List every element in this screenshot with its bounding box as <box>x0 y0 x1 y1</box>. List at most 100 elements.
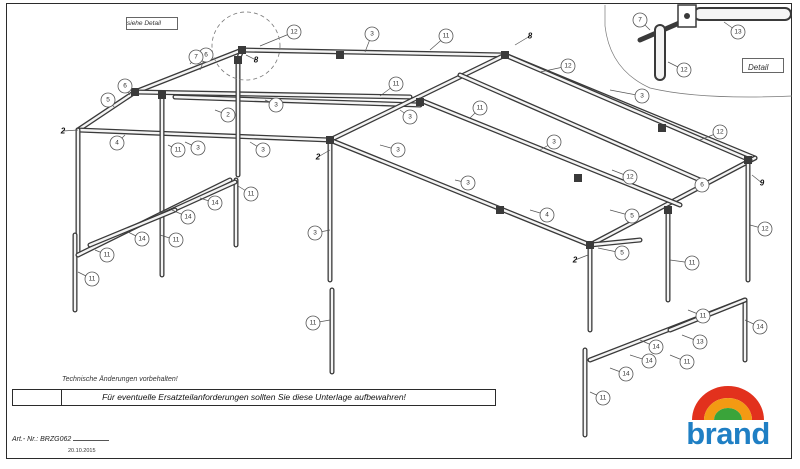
leader-line <box>751 174 763 184</box>
part-callout: 11 <box>684 255 700 271</box>
part-callout: 12 <box>560 58 576 74</box>
part-number-label: 11 <box>175 147 182 154</box>
part-number-label: 4 <box>545 212 549 219</box>
part-number-label: 13 <box>734 29 742 36</box>
detail-caption-box <box>742 58 784 73</box>
pole-segment-highlight <box>418 98 682 207</box>
part-number-label: 12 <box>564 63 572 70</box>
part-number-label: 14 <box>645 358 653 365</box>
connector-joint <box>501 51 509 59</box>
leader-line <box>317 149 331 158</box>
part-number-label: 8 <box>254 56 259 65</box>
part-callout: 12 <box>676 62 692 78</box>
part-callout: 4 <box>109 135 125 151</box>
connector-joint <box>586 241 594 249</box>
part-number-label: 14 <box>756 324 764 331</box>
part-number-label: 12 <box>626 174 634 181</box>
brand-logo-arch-icon <box>692 386 764 420</box>
part-number-label: 5 <box>620 250 624 257</box>
part-number-label: 11 <box>477 105 484 112</box>
part-callout: 3 <box>460 175 476 191</box>
part-callout: 11 <box>595 390 611 406</box>
part-number-label: 11 <box>443 33 450 40</box>
part-number-label: 12 <box>761 226 769 233</box>
part-callout: 8 <box>254 56 259 65</box>
pole-segment-highlight <box>328 53 507 142</box>
part-number-label: 14 <box>652 344 660 351</box>
part-number-label: 7 <box>638 17 642 24</box>
part-number-label: 3 <box>261 147 265 154</box>
pole-segment-highlight <box>173 95 422 107</box>
part-number-label: 11 <box>700 313 707 320</box>
part-callout: 3 <box>402 109 418 125</box>
part-number-label: 6 <box>204 52 208 59</box>
part-callout: 8 <box>528 32 533 41</box>
spare-parts-notice-box: Für eventuelle Ersatzteilanforderungen s… <box>12 389 496 406</box>
part-callout: 2 <box>572 256 578 265</box>
detail-inset <box>604 4 793 98</box>
part-number-label: 2 <box>226 112 230 119</box>
pole-segment-highlight <box>133 48 244 94</box>
part-callout: 3 <box>268 97 284 113</box>
part-number-label: 3 <box>313 230 317 237</box>
pole-structure <box>72 46 758 438</box>
part-number-label: 3 <box>640 93 644 100</box>
connector-joint <box>416 98 424 106</box>
leader-line <box>245 54 257 61</box>
part-callout: 14 <box>648 339 664 355</box>
notice-left-cell <box>13 390 62 405</box>
part-callout: 9 <box>760 179 765 188</box>
part-callout: 3 <box>307 225 323 241</box>
part-number-label: 14 <box>184 214 192 221</box>
part-number-label: 6 <box>700 182 704 189</box>
technical-changes-note: Technische Änderungen vorbehalten! <box>62 376 178 383</box>
part-number-label: 12 <box>680 67 688 74</box>
part-number-label: 3 <box>370 31 374 38</box>
pole-segment-highlight <box>328 138 592 247</box>
part-number-label: 2 <box>315 153 321 162</box>
part-callout: 14 <box>641 353 657 369</box>
pole-segment-highlight <box>458 73 702 182</box>
pole-segment-highlight <box>88 208 177 247</box>
part-number-label: 4 <box>115 140 119 147</box>
part-callout: 11 <box>388 76 404 92</box>
part-callout: 13 <box>730 24 746 40</box>
part-number-label: 11 <box>248 191 255 198</box>
part-callout: 2 <box>60 127 66 136</box>
part-callout: 3 <box>255 142 271 158</box>
part-number-label: 3 <box>396 147 400 154</box>
part-callout: 11 <box>84 271 100 287</box>
connector-joint <box>326 136 334 144</box>
part-callout: 3 <box>390 142 406 158</box>
connector-joint <box>496 206 504 214</box>
connector-joint <box>158 91 166 99</box>
drawing-date: 20.10.2015 <box>68 448 96 454</box>
leader-line <box>514 35 531 46</box>
detail-reference-label: siehe Detail <box>127 20 161 27</box>
part-callout: 13 <box>692 334 708 350</box>
part-number-label: 3 <box>274 102 278 109</box>
part-callout: 14 <box>618 366 634 382</box>
part-number-label: 3 <box>466 180 470 187</box>
part-number-label: 14 <box>211 200 219 207</box>
part-callout: 14 <box>180 209 196 225</box>
part-callout: 12 <box>622 169 638 185</box>
part-number-label: 11 <box>173 237 180 244</box>
pole-segment-highlight <box>240 48 507 57</box>
part-number-label: 3 <box>552 139 556 146</box>
part-callout: 11 <box>243 186 259 202</box>
part-callout: 11 <box>472 100 488 116</box>
part-number-label: 13 <box>696 339 704 346</box>
part-callout: 11 <box>305 315 321 331</box>
part-number-label: 11 <box>310 320 317 327</box>
connector-joint <box>574 174 582 182</box>
part-callout: 5 <box>614 245 630 261</box>
part-number-label: 5 <box>630 213 634 220</box>
pole-segment-highlight <box>503 53 752 162</box>
part-number-label: 11 <box>689 260 696 267</box>
brand-logo-text: brand <box>686 416 770 451</box>
pole-segment-highlight <box>133 90 412 99</box>
part-callout: 11 <box>679 354 695 370</box>
part-number-label: 2 <box>572 256 578 265</box>
